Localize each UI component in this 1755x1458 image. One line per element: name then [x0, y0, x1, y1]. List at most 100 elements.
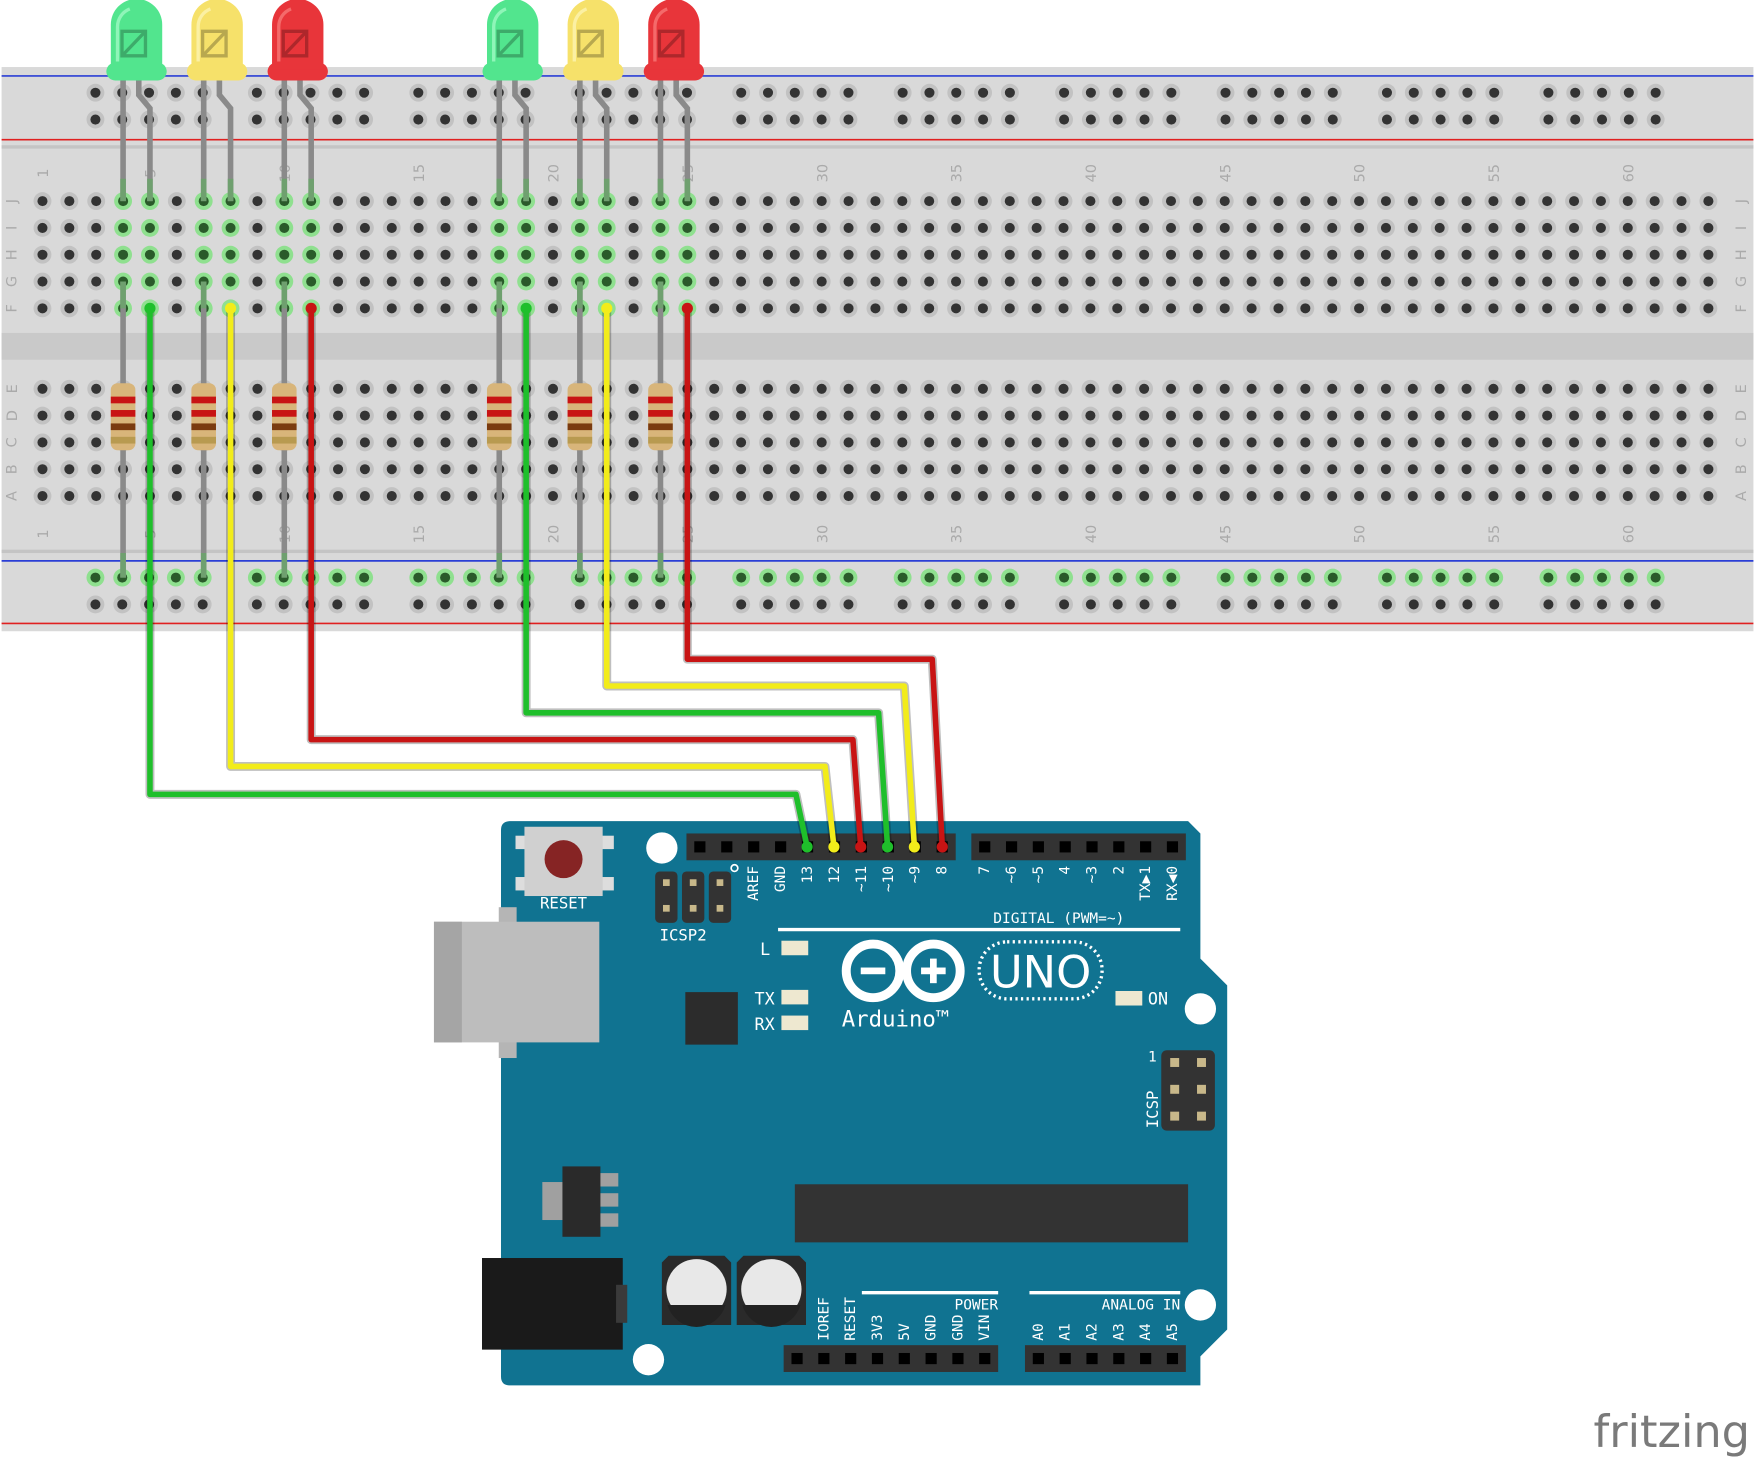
hole	[1354, 303, 1365, 314]
hole	[1220, 114, 1231, 125]
row-label: G	[1734, 276, 1750, 287]
hole	[1462, 114, 1473, 125]
pin-label: 13	[800, 866, 816, 883]
column-label: 35	[950, 525, 966, 543]
hole	[951, 572, 962, 583]
wire-green-to-pin-13	[147, 308, 810, 848]
hole	[1434, 437, 1445, 448]
hole	[897, 276, 908, 287]
hole	[386, 249, 397, 260]
hole	[413, 303, 424, 314]
hole	[736, 87, 747, 98]
hole	[413, 491, 424, 502]
resistor-band	[110, 423, 136, 431]
wire-end	[801, 841, 813, 853]
pin-label: A5	[1165, 1323, 1181, 1340]
hole	[736, 276, 747, 287]
hole	[978, 572, 989, 583]
pin-label: GND	[950, 1314, 966, 1340]
hole	[547, 437, 559, 448]
wire-end	[601, 302, 613, 314]
hole	[1569, 410, 1580, 421]
hole	[736, 410, 747, 421]
hole	[1058, 222, 1069, 233]
hole	[951, 276, 962, 287]
hole	[1434, 276, 1445, 287]
hole	[1407, 383, 1418, 394]
arduino-brand: Arduino™	[842, 1007, 950, 1033]
header-socket	[791, 1352, 803, 1365]
hole	[951, 114, 962, 125]
hole	[628, 383, 639, 394]
hole	[816, 114, 827, 125]
hole	[1247, 572, 1258, 583]
hole	[1165, 303, 1177, 314]
hole	[332, 572, 343, 583]
hole	[333, 303, 344, 314]
hole	[1354, 491, 1365, 502]
hole	[37, 383, 48, 394]
hole	[1300, 599, 1311, 610]
hole	[1622, 437, 1633, 448]
hole	[628, 222, 639, 233]
hole	[897, 464, 908, 475]
hole	[1407, 196, 1418, 207]
hole	[977, 276, 988, 287]
fritzing-watermark: fritzing	[1594, 1406, 1751, 1458]
hole	[816, 491, 827, 502]
hole	[1434, 222, 1445, 233]
hole	[1327, 276, 1338, 287]
resistor-band	[648, 436, 673, 444]
wire-end	[908, 841, 920, 853]
led-leg	[512, 78, 529, 202]
hole	[870, 437, 881, 448]
hole	[762, 437, 773, 448]
hole	[252, 410, 263, 421]
hole	[1380, 383, 1391, 394]
led-die	[496, 29, 524, 58]
hole	[1489, 114, 1500, 125]
hole	[789, 303, 800, 314]
hole	[1543, 599, 1554, 610]
wire-end	[936, 841, 948, 853]
row-label: A	[1734, 491, 1750, 501]
hole	[171, 410, 182, 421]
capacitor-stripe	[742, 1304, 801, 1327]
hole	[1112, 572, 1123, 583]
hole	[1059, 114, 1070, 125]
hole	[1247, 599, 1258, 610]
hole	[1327, 249, 1338, 260]
hole	[91, 222, 102, 233]
hole	[170, 599, 181, 610]
hole	[1543, 572, 1554, 583]
hole	[924, 464, 935, 475]
hole	[762, 491, 773, 502]
hole	[870, 196, 881, 207]
hole	[1139, 572, 1150, 583]
pin-label: 3V3	[870, 1314, 886, 1340]
hole	[1462, 599, 1473, 610]
hole	[1273, 491, 1284, 502]
hole	[628, 249, 639, 260]
hole	[924, 222, 935, 233]
pin	[716, 879, 724, 886]
hole	[251, 114, 262, 125]
hole	[1649, 464, 1660, 475]
hole	[1380, 249, 1391, 260]
hole	[1489, 572, 1500, 583]
led-yellow	[191, 0, 243, 70]
hole	[386, 276, 397, 287]
hole	[1623, 599, 1634, 610]
hole	[225, 222, 236, 233]
hole	[467, 464, 478, 475]
hole	[413, 572, 424, 583]
hole	[359, 491, 370, 502]
pin-label: 4	[1058, 866, 1074, 875]
hole	[897, 114, 908, 125]
column-label: 55	[1487, 525, 1503, 543]
hole	[1380, 196, 1391, 207]
hole	[413, 276, 424, 287]
hole	[1515, 437, 1526, 448]
components	[106, 0, 705, 578]
hole	[1004, 196, 1015, 207]
